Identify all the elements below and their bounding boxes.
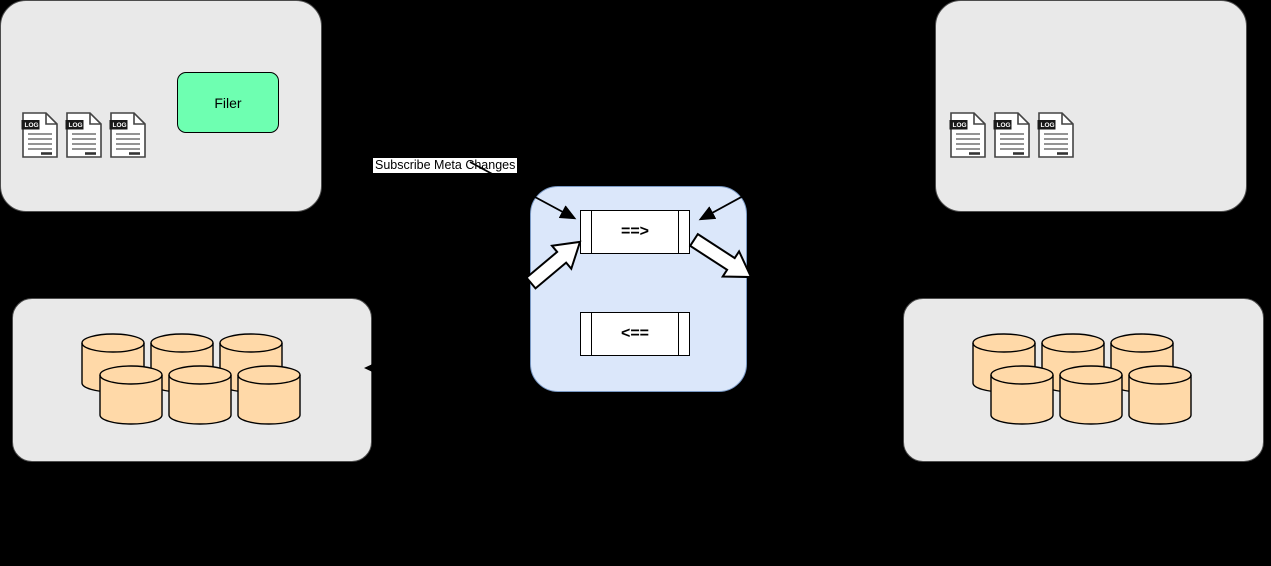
filer-label-left: Filer: [214, 94, 242, 111]
filer-cluster-box-right: Filer: [935, 0, 1247, 212]
subscribe-meta-changes-label: Subscribe Meta Changes: [373, 158, 518, 173]
backward-pipe-label: <==: [620, 325, 650, 342]
filer-node-left: Filer: [177, 72, 279, 133]
backward-pipe: <==: [580, 312, 690, 356]
filer-cluster-box-left: Filer: [0, 0, 322, 212]
forward-pipe: ==>: [580, 210, 690, 254]
forward-pipe-label: ==>: [620, 223, 650, 240]
volume-box-right: [903, 298, 1264, 462]
message-queue-box: ==> <==: [530, 186, 747, 392]
volume-box-left: [12, 298, 372, 462]
